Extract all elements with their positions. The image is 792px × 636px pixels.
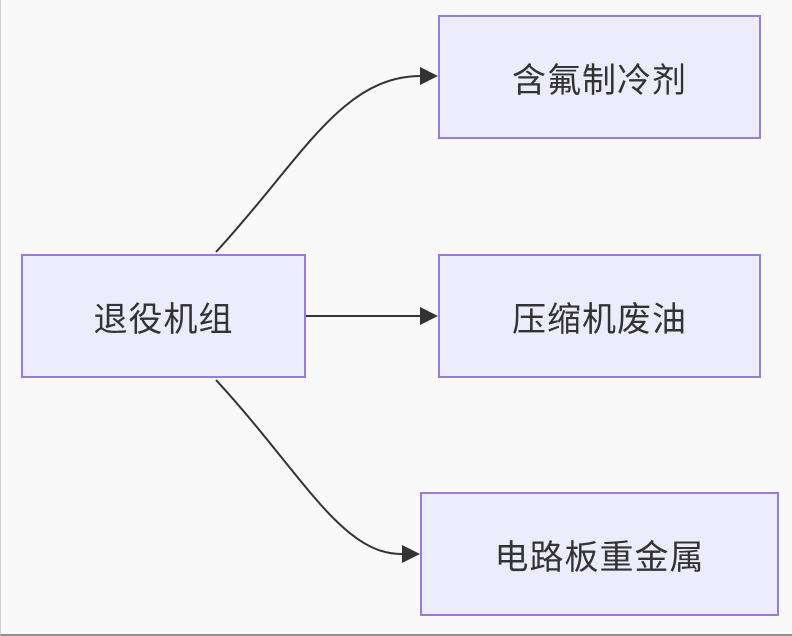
node-retired-unit-label: 退役机组 [93, 299, 234, 340]
node-retired-unit[interactable]: 退役机组 [21, 254, 306, 378]
node-compressor-waste-oil-label: 压缩机废油 [512, 299, 687, 340]
node-fluorinated-refrigerant-label: 含氟制冷剂 [512, 60, 687, 101]
arrowhead-heavy-metal [402, 545, 420, 563]
arrowhead-waste-oil [420, 307, 438, 325]
node-fluorinated-refrigerant[interactable]: 含氟制冷剂 [438, 15, 761, 139]
edge-to-heavy-metal [215, 379, 417, 555]
node-circuit-board-heavy-metal-label: 电路板重金属 [494, 537, 705, 578]
node-circuit-board-heavy-metal[interactable]: 电路板重金属 [420, 492, 779, 616]
edge-to-refrigerant [215, 71, 436, 253]
node-compressor-waste-oil[interactable]: 压缩机废油 [438, 254, 761, 378]
arrowhead-refrigerant [420, 67, 438, 85]
